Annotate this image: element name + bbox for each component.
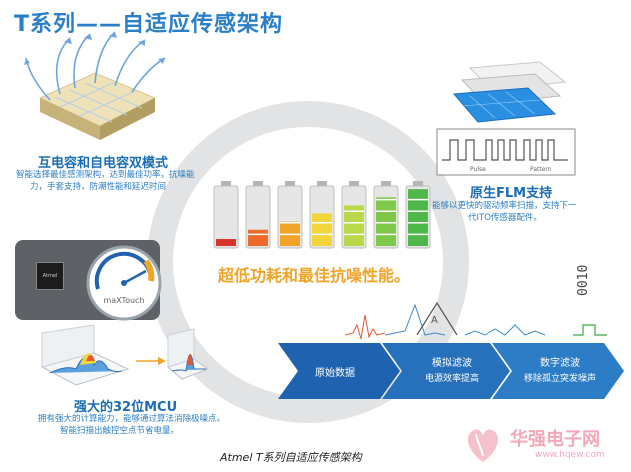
battery-icon bbox=[277, 181, 303, 249]
chip-label: Atmel bbox=[42, 273, 58, 279]
battery-icon bbox=[213, 181, 239, 249]
battery-icon bbox=[405, 181, 431, 249]
waveform-digits: 0010 bbox=[576, 264, 591, 296]
process-flow-arrows bbox=[278, 343, 624, 399]
mcu-chip-icon: Atmel bbox=[36, 262, 64, 290]
battery-icon bbox=[309, 181, 335, 249]
feature-mutual-desc-line1: 智能选择最佳感测架构，达到最佳功率，抗噪能 bbox=[16, 170, 195, 180]
waveform-label-b: Pattern bbox=[530, 166, 552, 173]
battery-icon bbox=[373, 181, 399, 249]
watermark-logo-icon bbox=[467, 429, 499, 462]
low-power-noise-text: 超低功耗和最佳抗噪性能。 bbox=[218, 266, 411, 285]
feature-flm-title: 原生FLM支持 bbox=[470, 186, 553, 201]
feature-flm-desc-line1: 能够以更快的驱动频率扫描，支持下一 bbox=[432, 201, 577, 211]
flow-step-2-sublabel: 电源效率提高 bbox=[424, 374, 479, 384]
flow-step-3-sublabel: 移除孤立突发噪声 bbox=[523, 374, 596, 384]
flow-step-3-label: 数字滤波 bbox=[540, 358, 580, 369]
page-title: T系列——自适应传感架构 bbox=[14, 12, 284, 37]
waveform-label-a: Pulse bbox=[470, 166, 486, 173]
signal-traces: A bbox=[345, 301, 607, 340]
watermark-text: 华强电子网 bbox=[510, 429, 600, 450]
svg-text:A: A bbox=[431, 315, 438, 326]
gauge-label: maXTouch bbox=[104, 296, 145, 305]
feature-mutual-desc-line2: 力，手套支持，防潮性能和延迟时间 bbox=[30, 182, 167, 192]
figure-caption: Atmel T系列自适应传感架构 bbox=[220, 451, 362, 464]
maxtouch-gauge-icon: maXTouch bbox=[86, 245, 162, 321]
feature-mcu-desc-line2: 智能扫描出触控空点节省电量。 bbox=[60, 426, 180, 436]
feature-mcu-desc-line1: 拥有强大的计算能力，能够通过算法消除极噪点。 bbox=[38, 414, 226, 424]
feature-mcu-title: 强大的32位MCU bbox=[74, 400, 178, 415]
noise-surface-plots bbox=[40, 325, 210, 386]
mutual-self-capacitance-illustration bbox=[24, 31, 166, 140]
flow-step-1-label: 原始数据 bbox=[315, 368, 355, 379]
battery-level-row bbox=[213, 181, 431, 249]
battery-icon bbox=[341, 181, 367, 249]
ito-sensor-layers-illustration bbox=[452, 61, 567, 123]
feature-mutual-title: 互电容和自电容双模式 bbox=[38, 156, 169, 171]
battery-icon bbox=[245, 181, 271, 249]
watermark-url: www.hqew.com bbox=[535, 450, 605, 460]
pulse-waveform-box: Pulse Pattern bbox=[436, 128, 576, 176]
flow-step-2-label: 模拟滤波 bbox=[432, 358, 472, 369]
feature-flm-desc-line2: 代ITO传感器配件。 bbox=[468, 213, 542, 223]
